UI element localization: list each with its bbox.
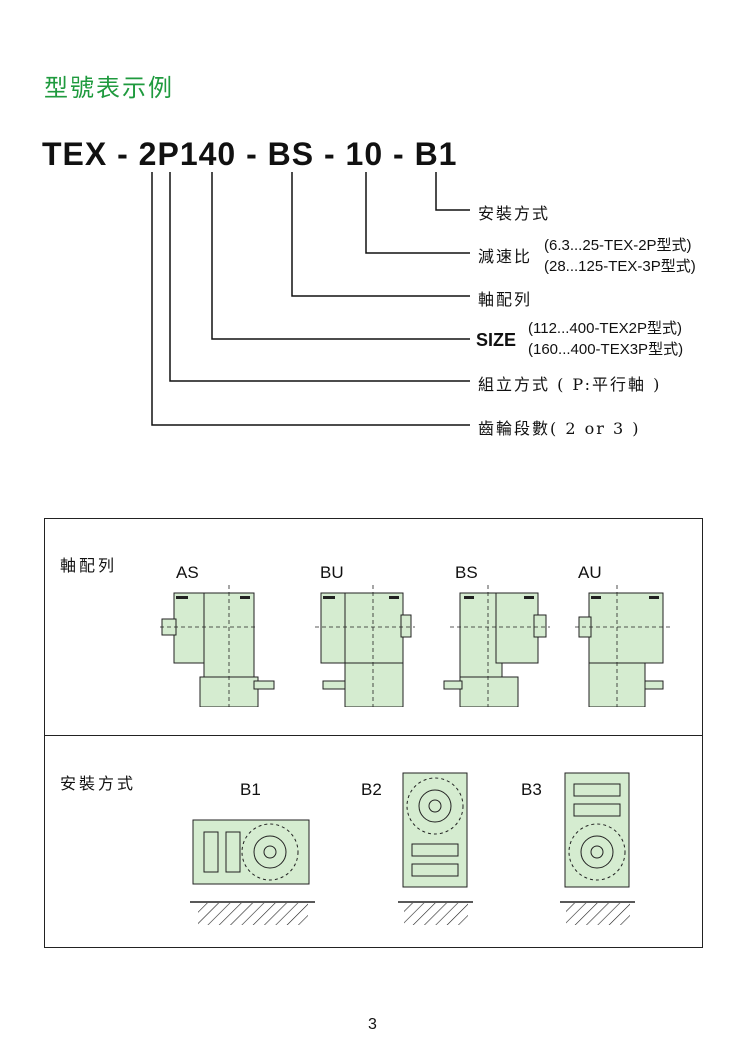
gearbox-au-drawing <box>575 585 671 707</box>
mount-b1-drawing <box>190 819 315 925</box>
shaft-code-au: AU <box>578 563 602 582</box>
label-mounting: 安裝方式 <box>478 204 551 223</box>
model-code: TEX - 2P140 - BS - 10 - B1 <box>42 136 458 172</box>
page-title: 型號表示例 <box>44 74 174 102</box>
shaft-code-bu: BU <box>320 563 344 582</box>
leader-ratio <box>365 172 470 254</box>
shaft-code-as: AS <box>176 563 199 582</box>
label-size: SIZE <box>476 330 517 350</box>
size-note-3p: (160...400-TEX3P型式) <box>528 341 684 358</box>
mount-code-b2: B2 <box>361 780 382 799</box>
mount-code-b1: B1 <box>240 780 261 799</box>
size-note-2p: (112...400-TEX2P型式) <box>528 320 682 337</box>
ratio-notes: (6.3...25-TEX-2P型式) (28...125-TEX-3P型式) <box>544 235 696 277</box>
leader-stages <box>151 172 470 426</box>
gearbox-bs-drawing <box>443 585 550 707</box>
mount-b3-drawing <box>560 772 635 925</box>
panel-divider <box>44 735 703 736</box>
label-assembly: 組立方式 ( P:平行軸 ) <box>478 375 662 394</box>
label-ratio: 減速比 <box>478 247 533 266</box>
leader-mounting <box>435 172 470 211</box>
mount-section-heading: 安裝方式 <box>60 774 137 793</box>
gearbox-as-drawing <box>160 585 275 707</box>
shaft-code-bs: BS <box>455 563 478 582</box>
mount-code-b3: B3 <box>521 780 542 799</box>
ratio-note-2p: (6.3...25-TEX-2P型式) <box>544 237 692 254</box>
label-stages: 齒輪段數( 2 or 3 ) <box>478 419 641 438</box>
label-shaft: 軸配列 <box>478 290 533 309</box>
leader-size <box>211 172 470 340</box>
diagram-panel <box>44 518 703 948</box>
size-notes: (112...400-TEX2P型式) (160...400-TEX3P型式) <box>528 318 683 360</box>
page-number: 3 <box>368 1016 377 1033</box>
leader-shaft <box>291 172 470 297</box>
leader-lines <box>151 172 470 426</box>
leader-assembly <box>169 172 470 382</box>
gearbox-bu-drawing <box>315 585 415 707</box>
shaft-section-heading: 軸配列 <box>60 556 118 575</box>
mount-b2-drawing <box>398 772 473 925</box>
ratio-note-3p: (28...125-TEX-3P型式) <box>544 258 696 275</box>
